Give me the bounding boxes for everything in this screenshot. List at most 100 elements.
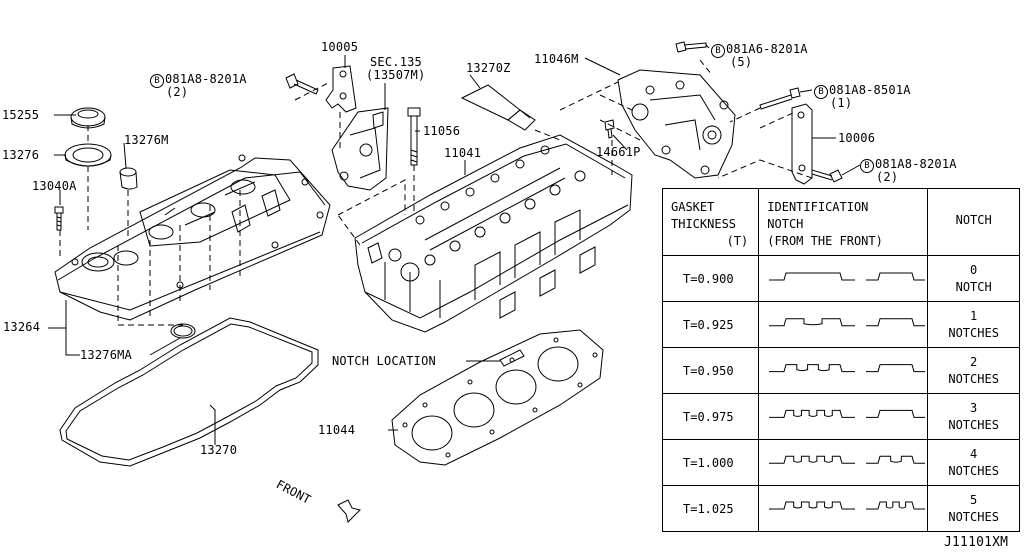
bracket-bolt-mid xyxy=(759,87,801,110)
notch-count-word: NOTCHES xyxy=(948,509,999,524)
cover-bolt xyxy=(54,206,64,231)
notch-count-number: 1 xyxy=(970,308,978,323)
notch-count-word: NOTCHES xyxy=(948,463,999,478)
bolt-qty-2: (5) xyxy=(730,55,753,69)
notch-count-number: 0 xyxy=(970,262,978,277)
notch-shape-cell xyxy=(758,301,929,348)
label-10006: 10006 xyxy=(838,131,876,145)
header-col1-line3: (T) xyxy=(726,234,749,248)
notch-shape-cell xyxy=(758,393,929,440)
notch-count-word: NOTCHES xyxy=(948,371,999,386)
bolt-code: 081A8-8501A xyxy=(829,83,911,97)
header-col2-line1: IDENTIFICATION xyxy=(767,200,869,214)
cylinder-head xyxy=(354,134,633,333)
cylinder-head-bolt xyxy=(407,107,421,166)
sealant-tube xyxy=(460,84,536,131)
header-col2-line2: NOTCH xyxy=(767,217,804,231)
bracket-bolt-right xyxy=(811,169,843,183)
bolt-code: 081A8-8201A xyxy=(875,157,957,171)
front-label: FRONT xyxy=(273,477,314,507)
cap-seal-ring xyxy=(64,143,112,167)
label-11041: 11041 xyxy=(444,146,482,160)
bolt-marker: B xyxy=(860,159,874,173)
notch-count-number: 4 xyxy=(970,446,978,461)
thickness-value: T=1.025 xyxy=(683,501,734,516)
bolt-marker: B xyxy=(711,44,725,58)
label-13264: 13264 xyxy=(3,320,41,334)
header-gasket-thickness: GASKET THICKNESS (T) xyxy=(661,188,760,256)
oil-filler-cap xyxy=(70,107,106,129)
label-13276MA: 13276MA xyxy=(80,348,132,362)
header-notch: NOTCH xyxy=(927,188,1020,256)
label-sec135: SEC.135 xyxy=(370,55,422,69)
notch-shape-cell xyxy=(758,439,929,486)
label-15255: 15255 xyxy=(2,108,40,122)
notch-count-number: 2 xyxy=(970,354,978,369)
header-col2-line3: (FROM THE FRONT) xyxy=(767,234,883,248)
thickness-value: T=1.000 xyxy=(683,455,734,470)
label-11056: 11056 xyxy=(423,124,461,138)
label-14661P: 14661P xyxy=(596,145,641,159)
thickness-value: T=0.900 xyxy=(683,271,734,286)
notch-shape-cell xyxy=(758,347,929,394)
bolt-marker: B xyxy=(150,74,164,88)
thickness-value: T=0.925 xyxy=(683,317,734,332)
bracket-bolt-top xyxy=(675,41,707,53)
small-stud xyxy=(604,119,615,139)
label-11046M: 11046M xyxy=(534,52,579,66)
rear-cover-bracket xyxy=(617,69,736,179)
label-11044: 11044 xyxy=(318,423,356,437)
label-13276: 13276 xyxy=(2,148,40,162)
notch-location-label: NOTCH LOCATION xyxy=(332,354,436,368)
front-arrow xyxy=(337,499,361,523)
bolt-qty-1: (2) xyxy=(166,85,189,99)
table-header-row: GASKET THICKNESS (T) IDENTIFICATION NOTC… xyxy=(661,188,1020,256)
bolt-marker: B xyxy=(814,85,828,99)
header-identification-notch: IDENTIFICATION NOTCH (FROM THE FRONT) xyxy=(758,188,929,256)
notch-count-word: NOTCHES xyxy=(948,417,999,432)
label-13270Z: 13270Z xyxy=(466,61,511,75)
thickness-value: T=0.975 xyxy=(683,409,734,424)
o-ring xyxy=(170,323,196,339)
bolt-code: 081A6-8201A xyxy=(726,42,808,56)
cylinder-head-gasket xyxy=(391,329,604,466)
engine-slinger-bracket-rear xyxy=(791,103,813,185)
bolt-code: 081A8-8201A xyxy=(165,72,247,86)
label-10005: 10005 xyxy=(321,40,359,54)
label-13270: 13270 xyxy=(200,443,238,457)
header-col1-line2: THICKNESS xyxy=(671,217,737,231)
thickness-value: T=0.950 xyxy=(683,363,734,378)
diagram-id: J11101XM xyxy=(944,535,1009,550)
engine-slinger-bracket xyxy=(325,65,357,113)
notch-count-word: NOTCHES xyxy=(948,325,999,340)
bracket-bolt-left xyxy=(285,73,319,95)
header-col3: NOTCH xyxy=(955,213,992,227)
header-col1-line1: GASKET xyxy=(671,200,715,214)
bolt-qty-4: (2) xyxy=(876,170,899,184)
bolt-qty-3: (1) xyxy=(830,96,853,110)
notch-count-number: 5 xyxy=(970,492,978,507)
label-13040A: 13040A xyxy=(32,179,77,193)
sec135-bracket xyxy=(331,107,389,191)
notch-count-word: NOTCH xyxy=(955,279,992,294)
label-13276M: 13276M xyxy=(124,133,169,147)
notch-count-number: 3 xyxy=(970,400,978,415)
rocker-cover xyxy=(54,154,331,321)
rocker-cover-gasket xyxy=(59,317,319,467)
notch-shape-cell xyxy=(758,255,929,302)
